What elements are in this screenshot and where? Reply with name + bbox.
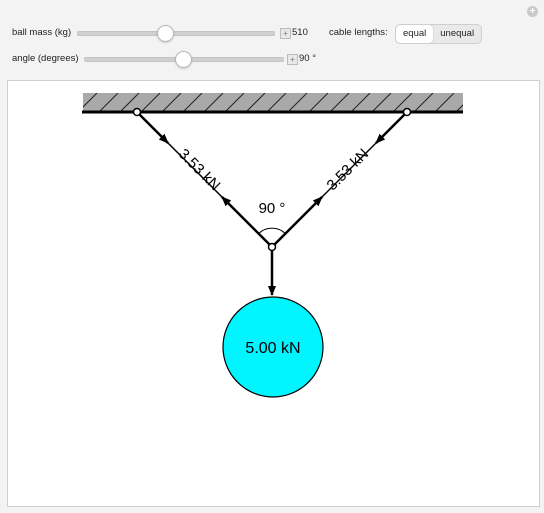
ball [222, 296, 324, 398]
cable-lengths-label: cable lengths: [329, 27, 388, 38]
ball-mass-label: ball mass (kg) [12, 27, 72, 38]
right-junction-force-arrow [271, 196, 323, 248]
ceiling-hatch-line [392, 93, 413, 112]
ceiling-hatch-line [161, 93, 182, 112]
angle-label: angle (degrees) [12, 53, 79, 64]
ceiling-hatch-line [350, 93, 371, 112]
ceiling-hatch-line [434, 93, 455, 112]
ball-mass-value: 510 [292, 27, 308, 38]
ceiling-hatch-line [308, 93, 329, 112]
ceiling-hatch-line [413, 93, 434, 112]
weight-label: 5.00 kN [245, 340, 300, 357]
angle-slider-thumb[interactable] [175, 51, 192, 68]
left-anchor-joint [132, 107, 142, 117]
ceiling-hatch-line [477, 93, 496, 112]
ball-mass-control: ball mass (kg) + 510 cable lengths: equa… [0, 24, 544, 44]
ceiling-hatch-line [224, 93, 245, 112]
expand-icon[interactable]: + [527, 6, 538, 17]
cable-lengths-equal-button[interactable]: equal [396, 25, 434, 43]
ball-mass-slider[interactable] [77, 31, 275, 36]
diagram-panel: 3.53 kN 3.53 kN 90 ° 5.00 kN [7, 80, 540, 507]
ceiling-hatch-line [83, 93, 98, 108]
ceiling-hatch-line [140, 93, 161, 112]
angle-expand-icon[interactable]: + [287, 54, 298, 65]
junction-joint [267, 242, 277, 252]
angle-value: 90 ° [299, 53, 317, 64]
ceiling-hatch-line [245, 93, 266, 112]
ceiling-hatch-line [287, 93, 308, 112]
angle-label-text: 90 ° [259, 200, 286, 217]
ceiling-hatch-line [329, 93, 350, 112]
ball-mass-slider-thumb[interactable] [157, 25, 175, 42]
ceiling-hatch-line [371, 93, 392, 112]
left-junction-force-arrow [221, 196, 273, 248]
angle-control: angle (degrees) + 90 ° [0, 50, 544, 70]
ceiling-hatch-line [119, 93, 140, 112]
ceiling-hatch-line [98, 93, 119, 112]
ball-mass-expand-icon[interactable]: + [280, 28, 291, 39]
force-diagram: 3.53 kN 3.53 kN 90 ° 5.00 kN [82, 93, 496, 398]
right-anchor-joint [402, 107, 412, 117]
left-anchor-force-arrow [136, 111, 169, 144]
ceiling-hatch-line [266, 93, 287, 112]
right-tension-label: 3.53 kN [324, 146, 373, 195]
cable-lengths-toggle[interactable]: equal unequal [395, 24, 483, 44]
angle-arc [258, 227, 286, 234]
ceiling-hatch-line [203, 93, 224, 112]
ceiling-hatch-line [455, 104, 463, 112]
right-anchor-force-arrow [375, 111, 408, 144]
left-tension-label: 3.53 kN [175, 146, 224, 195]
ceiling [82, 93, 496, 114]
cable-lengths-unequal-button[interactable]: unequal [440, 28, 475, 39]
ceiling-hatch-line [182, 93, 203, 112]
